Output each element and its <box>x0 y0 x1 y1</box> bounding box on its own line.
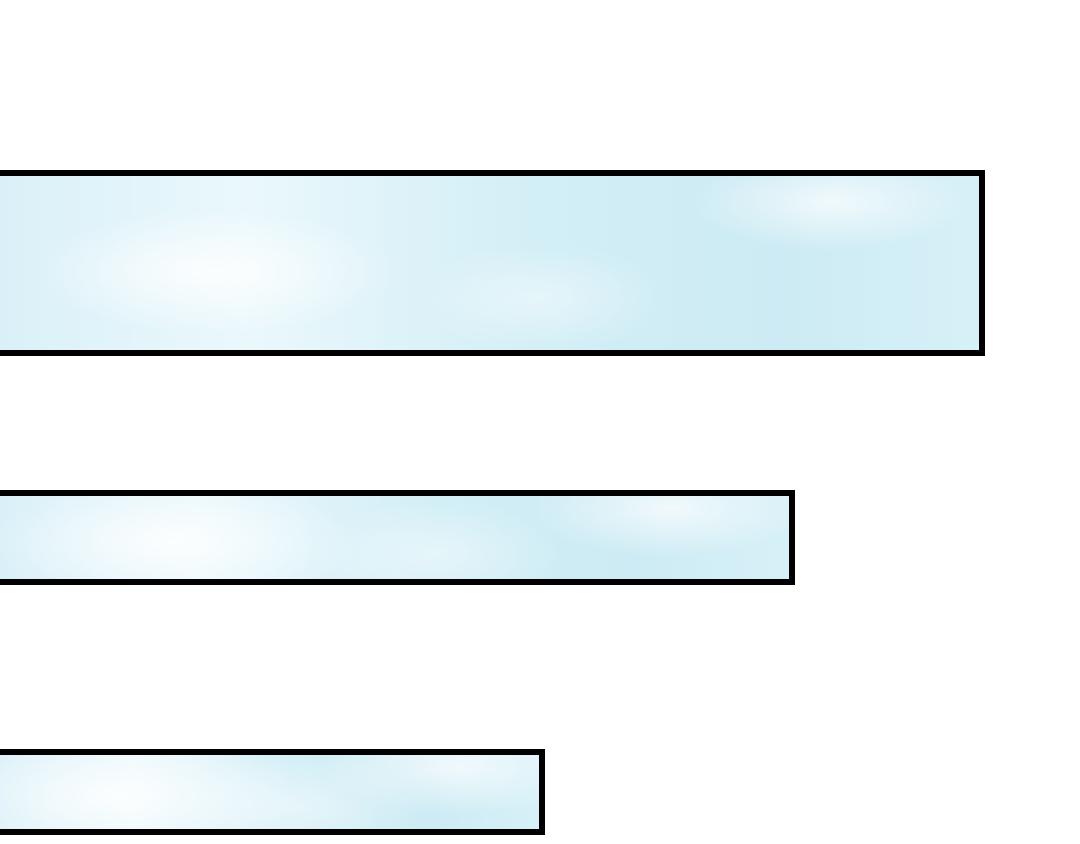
sky-panel-top <box>0 170 985 356</box>
sky-panel-middle <box>0 490 795 585</box>
sky-panel-bottom <box>0 749 545 835</box>
